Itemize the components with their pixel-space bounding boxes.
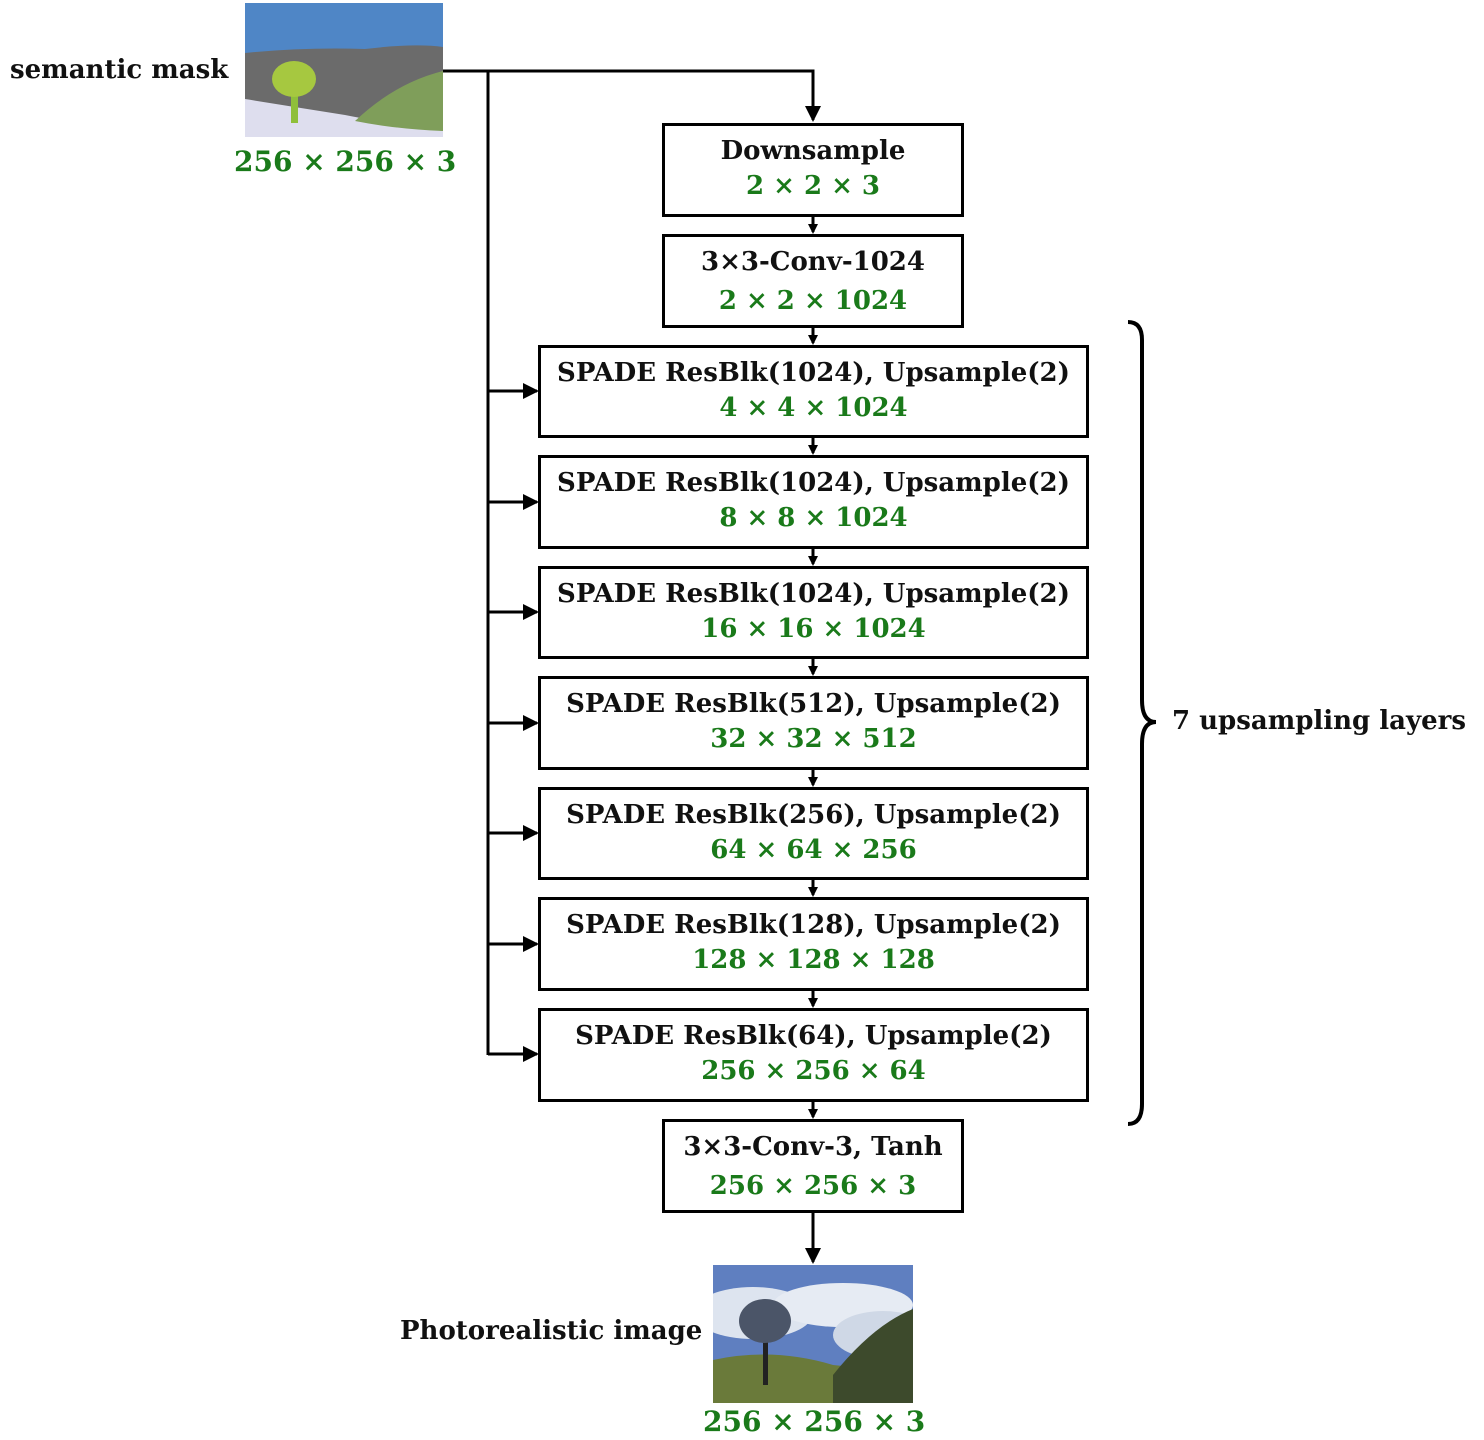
block-dims: 64 × 64 × 256 xyxy=(710,835,917,865)
block-dims: 8 × 8 × 1024 xyxy=(719,503,908,533)
block-dims: 256 × 256 × 64 xyxy=(701,1056,926,1086)
photorealistic-output-image xyxy=(713,1265,913,1403)
block-dims: 16 × 16 × 1024 xyxy=(701,614,926,644)
block-spade-2: SPADE ResBlk(1024), Upsample(2) 8 × 8 × … xyxy=(538,455,1089,549)
block-title: SPADE ResBlk(64), Upsample(2) xyxy=(575,1021,1052,1051)
input-label: semantic mask xyxy=(10,55,229,85)
block-title: SPADE ResBlk(1024), Upsample(2) xyxy=(557,468,1070,498)
output-dims: 256 × 256 × 3 xyxy=(703,1405,926,1438)
block-title: 3×3-Conv-1024 xyxy=(701,247,925,277)
block-dims: 128 × 128 × 128 xyxy=(692,945,935,975)
block-spade-6: SPADE ResBlk(128), Upsample(2) 128 × 128… xyxy=(538,897,1089,991)
block-title: SPADE ResBlk(512), Upsample(2) xyxy=(566,689,1061,719)
block-spade-5: SPADE ResBlk(256), Upsample(2) 64 × 64 ×… xyxy=(538,787,1089,880)
block-title: SPADE ResBlk(256), Upsample(2) xyxy=(566,800,1061,830)
block-dims: 2 × 2 × 3 xyxy=(745,171,881,201)
block-conv-1024: 3×3-Conv-1024 2 × 2 × 1024 xyxy=(662,234,964,328)
block-title: 3×3-Conv-3, Tanh xyxy=(683,1132,943,1162)
block-dims: 2 × 2 × 1024 xyxy=(718,286,908,316)
block-title: SPADE ResBlk(1024), Upsample(2) xyxy=(557,579,1070,609)
block-conv-tanh: 3×3-Conv-3, Tanh 256 × 256 × 3 xyxy=(662,1119,964,1213)
block-spade-3: SPADE ResBlk(1024), Upsample(2) 16 × 16 … xyxy=(538,566,1089,659)
block-spade-7: SPADE ResBlk(64), Upsample(2) 256 × 256 … xyxy=(538,1008,1089,1102)
block-downsample: Downsample 2 × 2 × 3 xyxy=(662,123,964,217)
upsampling-brace xyxy=(1127,320,1157,1126)
block-dims: 4 × 4 × 1024 xyxy=(719,393,908,423)
brace-label: 7 upsampling layers xyxy=(1172,706,1466,736)
block-spade-1: SPADE ResBlk(1024), Upsample(2) 4 × 4 × … xyxy=(538,345,1089,438)
input-dims: 256 × 256 × 3 xyxy=(234,145,457,178)
output-label: Photorealistic image xyxy=(400,1316,703,1346)
block-dims: 256 × 256 × 3 xyxy=(709,1171,917,1201)
block-title: SPADE ResBlk(128), Upsample(2) xyxy=(566,910,1061,940)
block-dims: 32 × 32 × 512 xyxy=(710,724,917,754)
block-title: Downsample xyxy=(720,136,906,166)
block-spade-4: SPADE ResBlk(512), Upsample(2) 32 × 32 ×… xyxy=(538,676,1089,770)
input-to-downsample-arrow xyxy=(443,69,821,122)
block-title: SPADE ResBlk(1024), Upsample(2) xyxy=(557,358,1070,388)
semantic-mask-image xyxy=(245,3,443,137)
